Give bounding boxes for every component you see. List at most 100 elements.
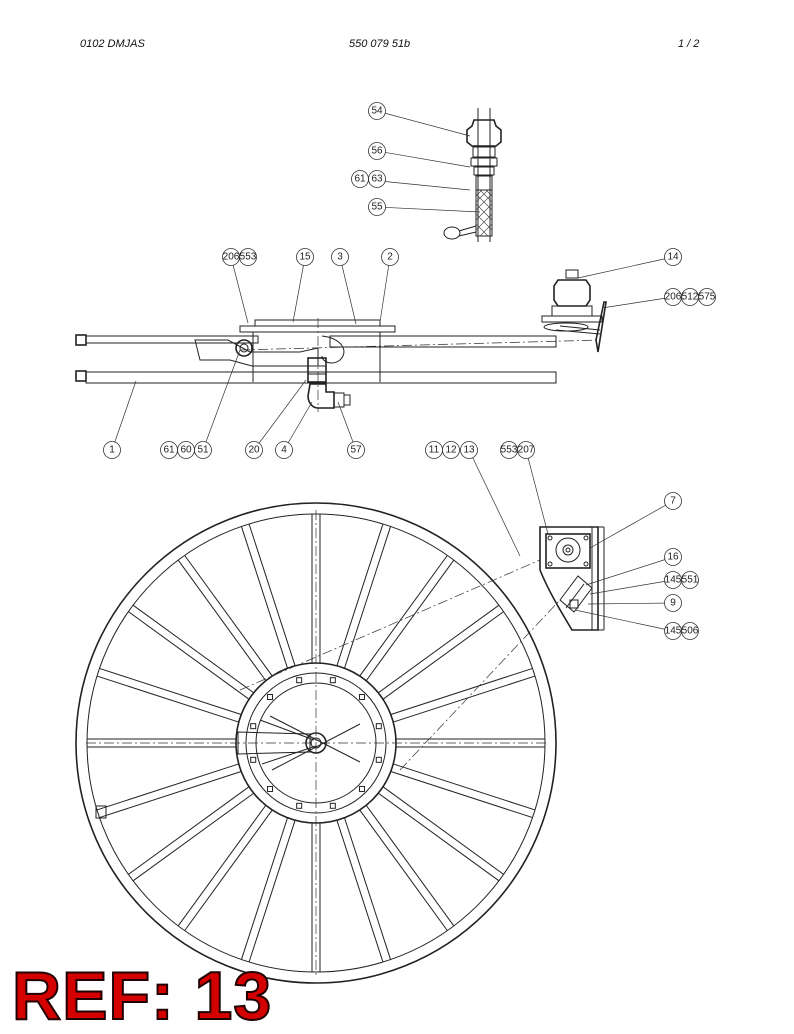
callout-bubble [381, 248, 399, 266]
hub-bolt [267, 694, 274, 701]
leader-line [376, 206, 481, 213]
callout-label: 9 [670, 598, 676, 609]
wheel-spoke [248, 820, 296, 963]
callout-label: 207 [518, 445, 535, 456]
wheel-spoke [344, 526, 392, 669]
callout-bubble [368, 102, 386, 120]
callout-bubble [664, 492, 682, 510]
callout-label: 15 [299, 252, 311, 263]
callout-label: 506 [682, 626, 699, 637]
callout-63: 63 [368, 170, 386, 188]
hub-bolt [329, 677, 336, 684]
wheel-spoke [393, 675, 536, 723]
callout-label: 13 [463, 445, 475, 456]
hub-bolt [296, 677, 303, 684]
leader-line [339, 256, 357, 325]
leader-line [468, 449, 521, 557]
leader-line [376, 110, 471, 137]
callout-bubble [517, 441, 535, 459]
wheel-spoke [96, 763, 239, 811]
callout-bubble [245, 441, 263, 459]
wheel-spoke [240, 526, 288, 669]
wheel-spoke [132, 604, 254, 694]
reference-label: REF: 13 [11, 958, 273, 1034]
callout-bubble [194, 441, 212, 459]
wheel-spoke [378, 604, 500, 694]
wheel-spoke [128, 611, 250, 700]
callout-label: 55 [371, 202, 383, 213]
wheel-spoke [248, 523, 296, 666]
callout-54: 54 [368, 102, 471, 137]
callout-bubble [460, 441, 478, 459]
callout-20: 20 [245, 379, 307, 459]
callout-57: 57 [337, 401, 365, 459]
callout-label: 551 [682, 575, 699, 586]
callout-bubble [698, 288, 716, 306]
leader-line [589, 500, 674, 549]
wheel-spoke [184, 555, 273, 677]
hub-bolt [296, 802, 303, 809]
callout-label: 54 [371, 106, 383, 117]
wheel-spoke [390, 667, 533, 715]
callout-bubble [664, 594, 682, 612]
callout-bubble [368, 198, 386, 216]
callout-bubble [442, 441, 460, 459]
callout-label: 57 [350, 445, 362, 456]
callout-575: 575 [698, 288, 716, 306]
leader-line [587, 602, 674, 605]
wheel-spoke [344, 817, 392, 960]
callout-bubble [681, 571, 699, 589]
callout-2: 2 [379, 248, 399, 323]
hub-bolt [250, 756, 257, 763]
drive-motor-side [541, 269, 607, 353]
leader-line [283, 401, 313, 451]
callout-bubble [296, 248, 314, 266]
callout-label: 14 [667, 252, 679, 263]
reel-front-view [75, 502, 561, 984]
callout-bubble [681, 622, 699, 640]
callout-label: 4 [281, 445, 287, 456]
wheel-spoke [99, 771, 242, 819]
callout-label: 3 [337, 252, 343, 263]
callout-551: 551 [681, 571, 699, 589]
callout-14: 14 [577, 248, 682, 279]
callout-12: 12 [442, 441, 460, 459]
callout-label: 51 [197, 445, 209, 456]
hub-bolt [375, 723, 382, 730]
leader-line [379, 256, 391, 323]
leader-line [574, 609, 674, 632]
wheel-spoke [132, 792, 254, 882]
callout-56: 56 [368, 142, 471, 168]
callout-60: 60 [177, 441, 195, 459]
leader-line [202, 349, 241, 451]
callout-bubble [331, 248, 349, 266]
callout-bubble [368, 142, 386, 160]
leader-line [111, 380, 137, 451]
callout-bubble [664, 548, 682, 566]
leader-line [577, 256, 674, 279]
callout-label: 553 [501, 445, 518, 456]
callout-bubble [347, 441, 365, 459]
callout-51: 51 [194, 349, 241, 459]
callout-label: 2 [387, 252, 393, 263]
wheel-spoke [99, 667, 242, 715]
callout-label: 16 [667, 552, 679, 563]
callout-label: 206 [223, 252, 240, 263]
callout-16: 16 [585, 548, 682, 586]
callout-3: 3 [331, 248, 357, 325]
callout-145: 145 [574, 609, 682, 640]
callout-145: 145 [589, 571, 682, 595]
reel-side-view [75, 269, 607, 412]
wheel-spoke [177, 805, 267, 927]
hub-bolt [329, 802, 336, 809]
wheel-spoke [365, 559, 455, 681]
callout-13: 13 [460, 441, 521, 557]
wheel-spoke [128, 786, 250, 875]
callout-label: 206 [665, 292, 682, 303]
wheel-spoke [382, 611, 504, 700]
callout-bubble [239, 248, 257, 266]
wheel-spoke [240, 817, 288, 960]
callout-207: 207 [517, 441, 549, 535]
hose-fitting-assembly [443, 108, 502, 242]
hub-bolt [250, 723, 257, 730]
